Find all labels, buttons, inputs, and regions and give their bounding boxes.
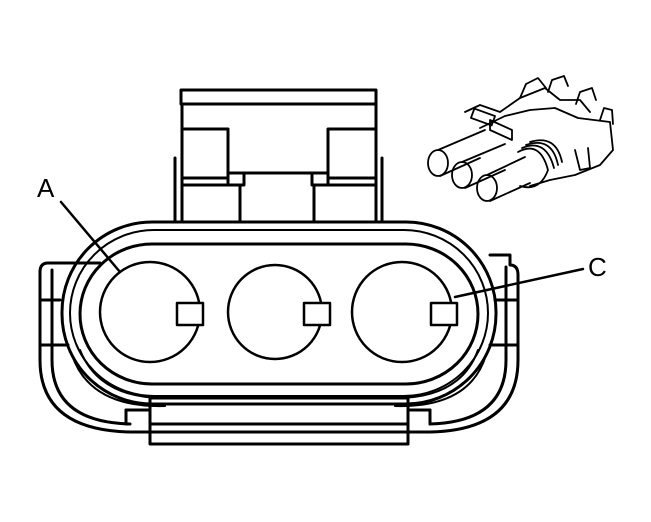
terminal-cavity-c	[350, 260, 459, 364]
callout-c-label: C	[588, 252, 607, 282]
terminal-cavity-b	[226, 263, 332, 361]
callout-c-leader	[453, 267, 585, 299]
callout-a-leader	[59, 200, 122, 274]
connector-housing	[38, 220, 520, 446]
terminal-cavity-a	[98, 260, 205, 364]
locking-tab	[173, 88, 384, 224]
callout-a-label: A	[37, 173, 55, 203]
connector-isometric-inset	[427, 75, 614, 202]
